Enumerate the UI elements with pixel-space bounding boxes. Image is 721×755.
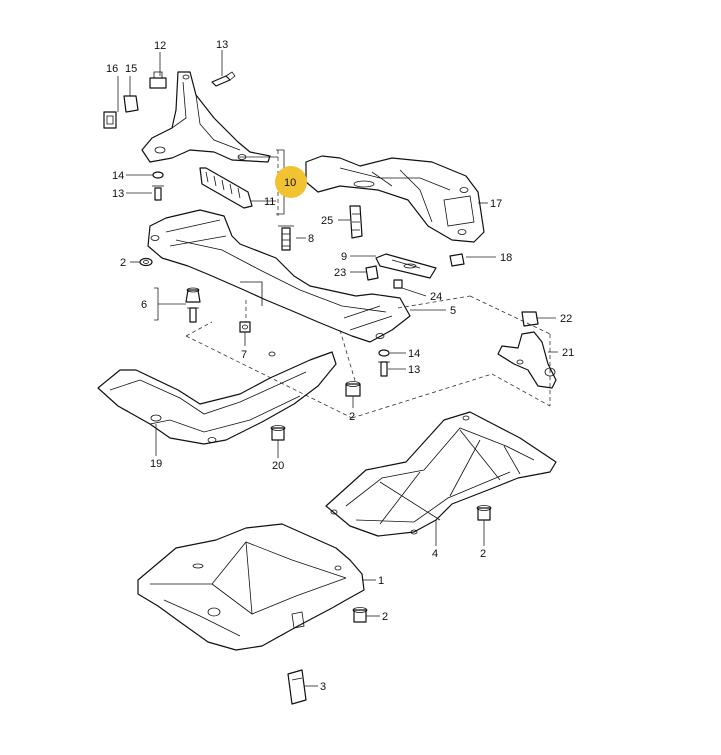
callout-16: 16 — [106, 63, 118, 75]
callout-10-highlight[interactable] — [275, 166, 307, 198]
part-22-clip — [521, 311, 539, 327]
part-14-washer-right — [378, 349, 390, 357]
callout-23: 23 — [334, 267, 346, 279]
part-5-crossmember — [147, 209, 411, 343]
callout-6: 6 — [141, 299, 147, 311]
callout-1: 1 — [378, 575, 384, 587]
callout-labels: 16 15 12 13 14 13 10 11 17 25 8 2 9 23 1… — [106, 39, 574, 693]
callout-2-mid: 2 — [349, 411, 355, 423]
part-13-bolt-right — [378, 361, 390, 377]
callout-3: 3 — [320, 681, 326, 693]
part-4-frame — [325, 411, 557, 537]
part-25-bracket — [349, 205, 363, 239]
part-3-clip — [287, 669, 307, 705]
callout-2-right: 2 — [480, 548, 486, 560]
callout-2-bottom: 2 — [382, 611, 388, 623]
callout-10[interactable]: 10 — [284, 177, 296, 189]
callout-20: 20 — [272, 460, 284, 472]
callout-13-right: 13 — [408, 364, 420, 376]
part-2-nut-mid — [345, 381, 361, 397]
callout-25: 25 — [321, 215, 333, 227]
callout-15: 15 — [125, 63, 137, 75]
callout-7: 7 — [241, 349, 247, 361]
part-1-panel — [137, 523, 365, 651]
part-17-bracket — [305, 155, 485, 243]
callout-17: 17 — [490, 198, 502, 210]
callout-24: 24 — [430, 291, 442, 303]
part-7-nut — [239, 321, 251, 333]
callout-12: 12 — [154, 40, 166, 52]
leader-lines — [117, 50, 558, 687]
part-bracket-upper-left — [141, 71, 271, 163]
callout-9: 9 — [341, 251, 347, 263]
part-16-clip — [103, 111, 117, 129]
part-24-nut — [393, 279, 403, 289]
callout-11: 11 — [264, 196, 275, 208]
part-8-bolt — [278, 225, 294, 251]
part-19-tray — [97, 351, 337, 445]
part-13-bolt-left — [152, 185, 164, 201]
callout-14-right: 14 — [408, 348, 420, 360]
part-14-washer-left — [152, 171, 164, 179]
callout-5: 5 — [450, 305, 456, 317]
callout-13-left: 13 — [112, 188, 124, 200]
part-11-strip — [199, 167, 253, 209]
part-13-bolt-top — [211, 71, 236, 87]
part-9-plate — [375, 253, 437, 279]
part-2-nut-bottom — [352, 607, 368, 623]
callout-13-top: 13 — [216, 39, 228, 51]
callout-19: 19 — [150, 458, 162, 470]
callout-2-left: 2 — [120, 257, 126, 269]
part-12-nut — [149, 71, 167, 89]
callout-14-left: 14 — [112, 170, 124, 182]
callout-18: 18 — [500, 252, 512, 264]
callout-22: 22 — [560, 313, 572, 325]
callout-21: 21 — [562, 347, 574, 359]
part-2-nut-left — [139, 257, 153, 267]
callout-4: 4 — [432, 548, 438, 560]
callout-8: 8 — [308, 233, 314, 245]
part-2-nut-right — [476, 505, 492, 521]
part-6-fasteners — [185, 287, 201, 323]
part-21-bracket — [497, 331, 557, 389]
part-20-nut — [270, 425, 286, 441]
part-23-clip — [365, 265, 379, 281]
part-15-clip — [123, 95, 139, 113]
part-18-nut — [449, 253, 465, 267]
assembly-guide-lines — [185, 150, 551, 419]
